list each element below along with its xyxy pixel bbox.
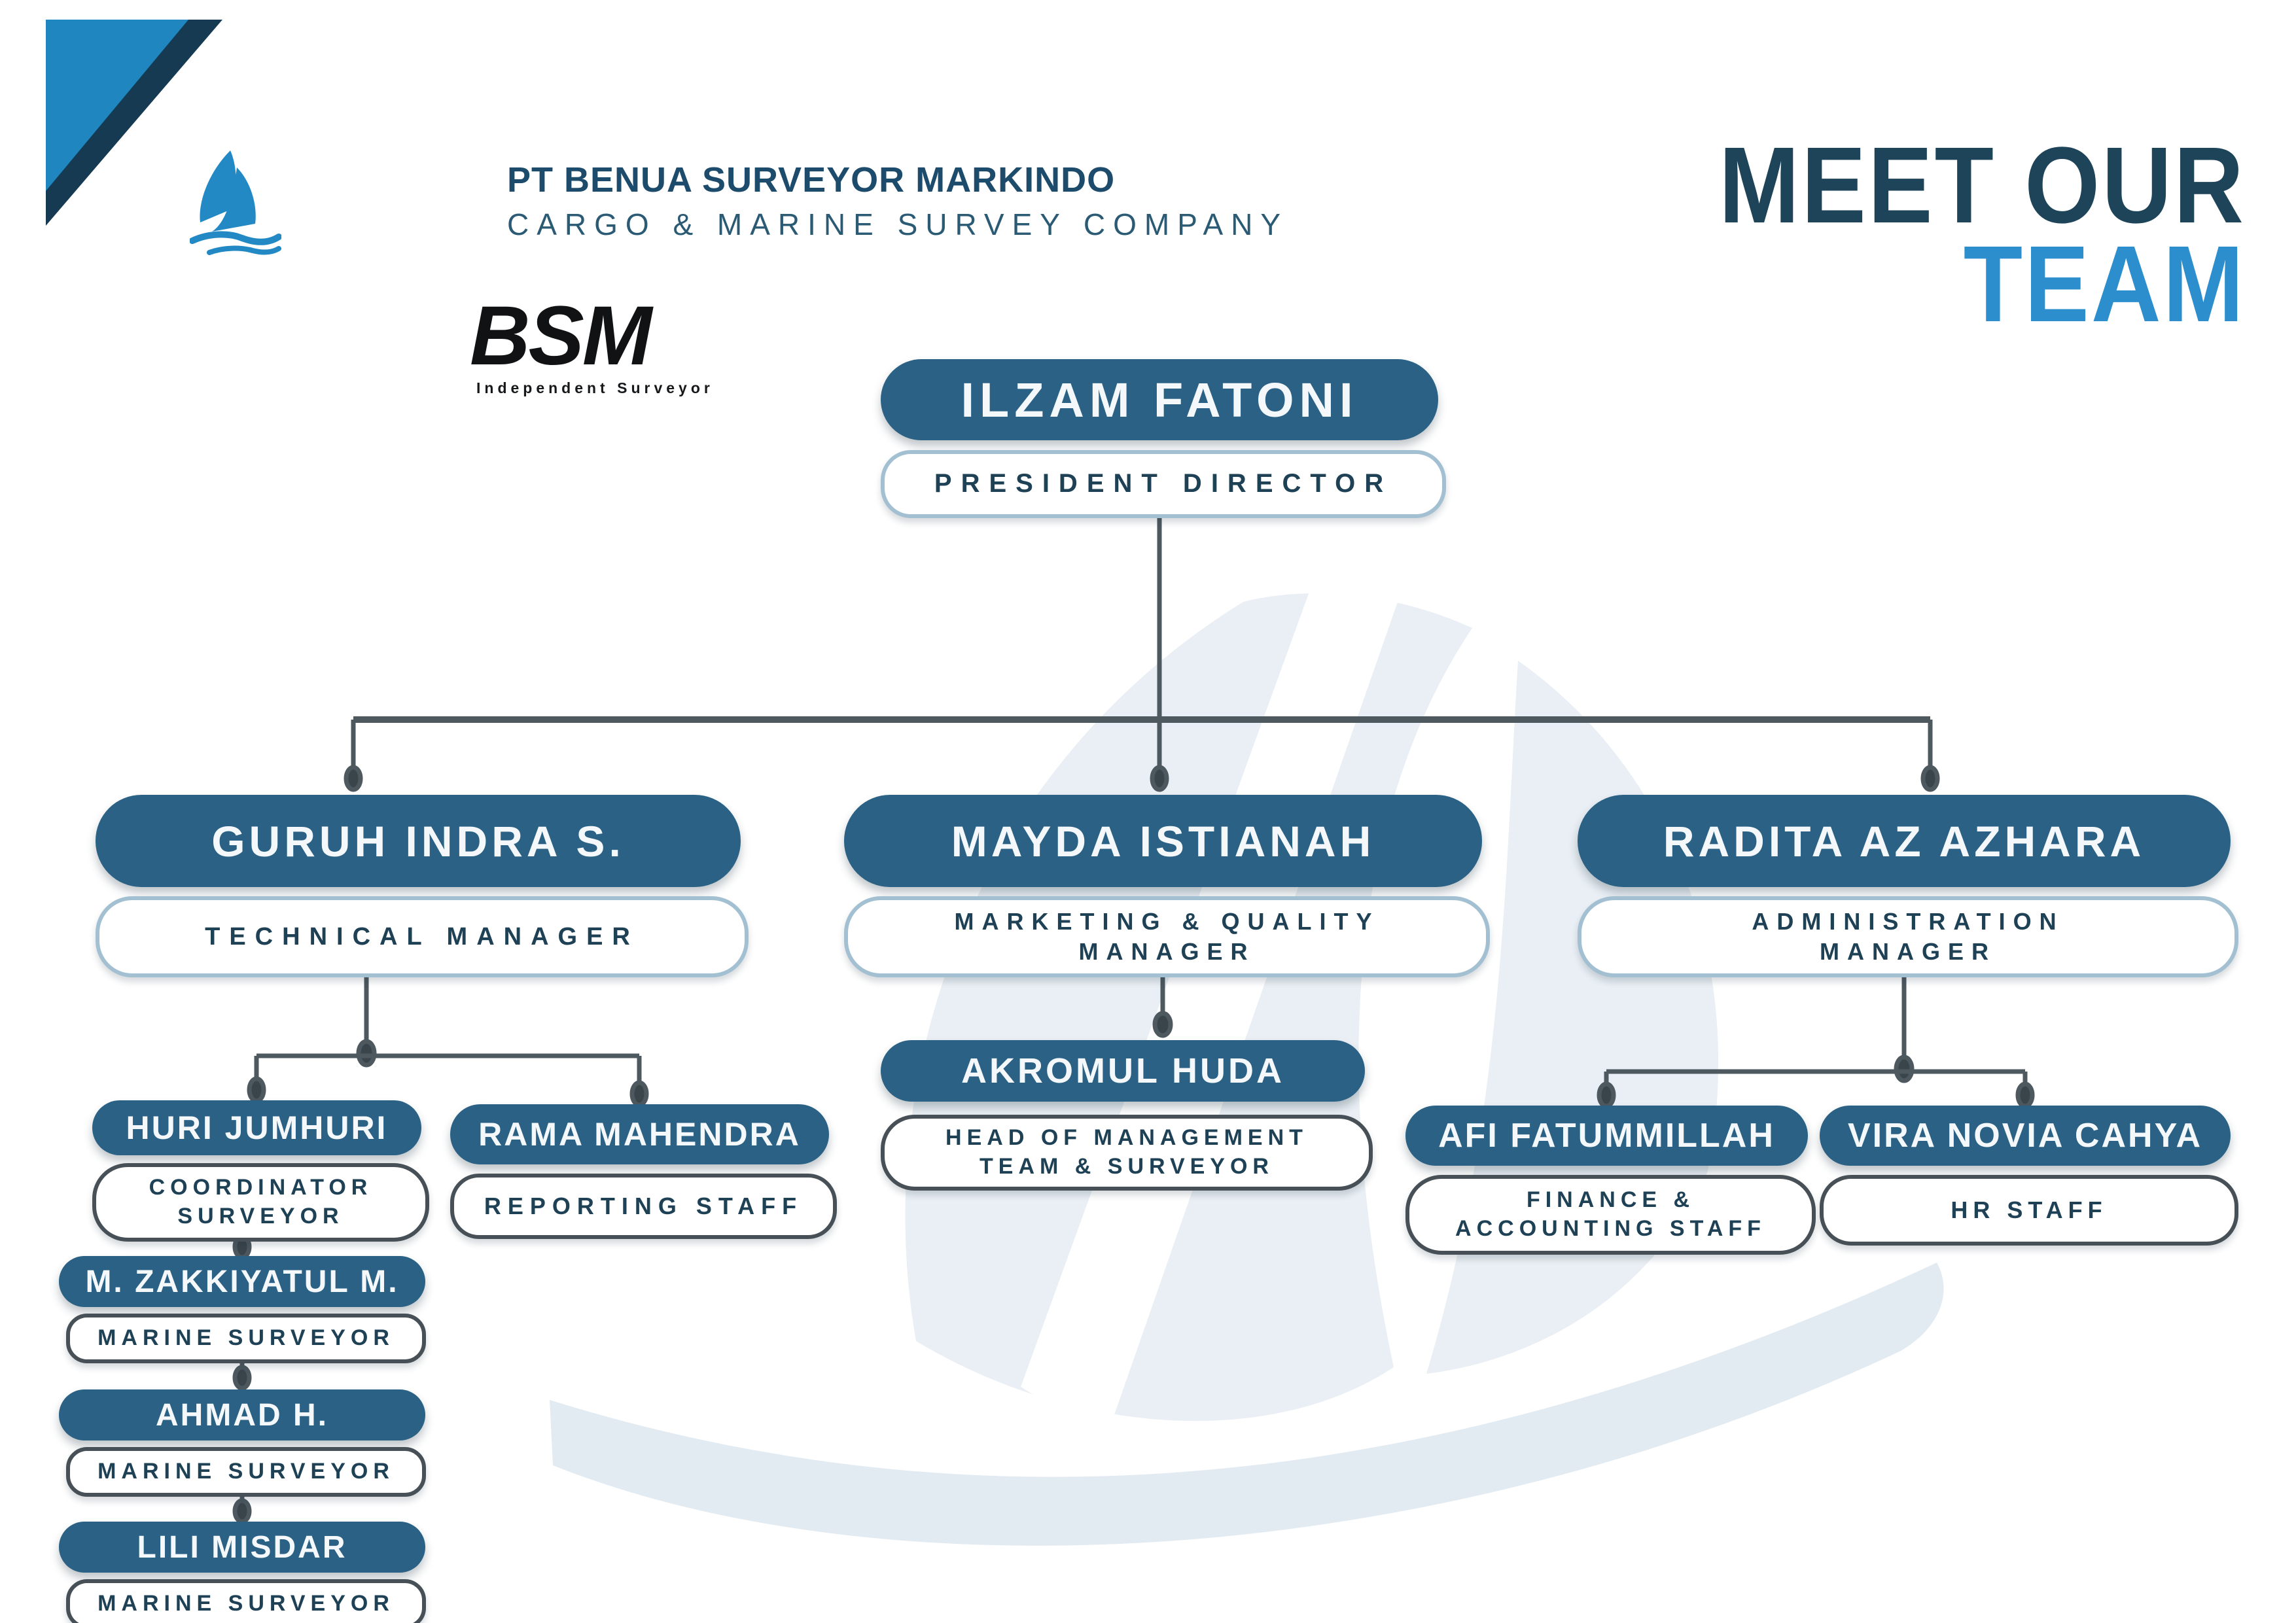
- brand-tagline: Independent Surveyor: [476, 379, 714, 396]
- hr-staff-name-label: VIRA NOVIA CAHYA: [1847, 1117, 2203, 1155]
- org-node-marine-surveyor-1-role: MARINE SURVEYOR: [66, 1314, 426, 1363]
- connector-administration-branch: [1597, 969, 2035, 1109]
- page-title-line1: MEET OUR: [1718, 125, 2246, 246]
- org-node-marketing-manager-role: MARKETING & QUALITY MANAGER: [844, 896, 1490, 977]
- org-node-reporting-staff-name: RAMA MAHENDRA: [450, 1104, 829, 1164]
- finance-staff-role-label: FINANCE & ACCOUNTING STAFF: [1455, 1187, 1766, 1241]
- president-name-label: ILZAM FATONI: [961, 372, 1358, 427]
- org-node-technical-manager-role: TECHNICAL MANAGER: [96, 896, 749, 977]
- marine-surveyor-1-role-label: MARINE SURVEYOR: [97, 1325, 395, 1351]
- marketing-manager-name-label: MAYDA ISTIANAH: [951, 816, 1375, 865]
- org-node-marine-surveyor-2-role: MARINE SURVEYOR: [66, 1447, 426, 1497]
- org-node-marine-surveyor-1-name: M. ZAKKIYATUL M.: [59, 1256, 425, 1307]
- company-subtitle: CARGO & MARINE SURVEY COMPANY: [507, 207, 1289, 241]
- head-management-name-label: AKROMUL HUDA: [961, 1051, 1284, 1091]
- president-role-label: PRESIDENT DIRECTOR: [934, 469, 1393, 498]
- marine-surveyor-3-name-label: LILI MISDAR: [137, 1529, 347, 1565]
- org-node-president-role: PRESIDENT DIRECTOR: [881, 450, 1446, 518]
- org-node-marine-surveyor-2-name: AHMAD H.: [59, 1389, 425, 1440]
- technical-manager-name-label: GURUH INDRA S.: [211, 816, 625, 865]
- hr-staff-role-label: HR STAFF: [1951, 1196, 2108, 1223]
- reporting-staff-role-label: REPORTING STAFF: [484, 1192, 804, 1219]
- finance-staff-name-label: AFI FATUMMILLAH: [1438, 1117, 1775, 1155]
- page-title-line2: TEAM: [1963, 223, 2246, 345]
- org-node-marine-surveyor-3-name: LILI MISDAR: [59, 1522, 425, 1573]
- marine-surveyor-1-name-label: M. ZAKKIYATUL M.: [85, 1264, 399, 1299]
- administration-manager-name-label: RADITA AZ AZHARA: [1663, 816, 2146, 865]
- brand-abbr: BSM: [470, 289, 652, 383]
- org-node-hr-staff-name: VIRA NOVIA CAHYA: [1820, 1106, 2231, 1166]
- page-title: MEET OUR TEAM: [1718, 125, 2246, 340]
- marine-surveyor-2-role-label: MARINE SURVEYOR: [97, 1459, 395, 1484]
- head-management-role-label: HEAD OF MANAGEMENT TEAM & SURVEYOR: [945, 1125, 1308, 1179]
- org-node-finance-staff-name: AFI FATUMMILLAH: [1405, 1106, 1808, 1166]
- org-node-head-management-role: HEAD OF MANAGEMENT TEAM & SURVEYOR: [881, 1115, 1373, 1191]
- bsm-sail-logo-icon: [190, 150, 281, 255]
- marine-surveyor-2-name-label: AHMAD H.: [156, 1397, 328, 1433]
- org-node-president-name: ILZAM FATONI: [881, 359, 1438, 440]
- org-node-coordinator-surveyor-name: HURI JUMHURI: [92, 1100, 421, 1155]
- corner-triangle-decoration: [46, 20, 222, 226]
- org-node-reporting-staff-role: REPORTING STAFF: [450, 1174, 837, 1239]
- connector-president-to-managers: [344, 510, 1940, 792]
- marine-surveyor-3-role-label: MARINE SURVEYOR: [97, 1591, 395, 1616]
- org-node-hr-staff-role: HR STAFF: [1820, 1175, 2238, 1246]
- org-node-marketing-manager-name: MAYDA ISTIANAH: [844, 795, 1482, 887]
- connector-technical-branch: [247, 969, 649, 1108]
- org-node-head-management-name: AKROMUL HUDA: [881, 1040, 1365, 1102]
- coordinator-surveyor-name-label: HURI JUMHURI: [126, 1109, 388, 1146]
- org-node-administration-manager-name: RADITA AZ AZHARA: [1578, 795, 2231, 887]
- org-node-finance-staff-role: FINANCE & ACCOUNTING STAFF: [1405, 1175, 1816, 1255]
- coordinator-surveyor-role-label: COORDINATOR SURVEYOR: [149, 1175, 373, 1229]
- reporting-staff-name-label: RAMA MAHENDRA: [478, 1116, 801, 1153]
- administration-manager-role-label: ADMINISTRATION MANAGER: [1752, 907, 2064, 965]
- marketing-manager-role-label: MARKETING & QUALITY MANAGER: [954, 907, 1380, 965]
- technical-manager-role-label: TECHNICAL MANAGER: [205, 922, 639, 951]
- company-name: PT BENUA SURVEYOR MARKINDO: [507, 160, 1116, 200]
- org-node-administration-manager-role: ADMINISTRATION MANAGER: [1578, 896, 2238, 977]
- org-node-technical-manager-name: GURUH INDRA S.: [96, 795, 741, 887]
- org-node-marine-surveyor-3-role: MARINE SURVEYOR: [66, 1579, 426, 1623]
- connector-marketing-branch: [1152, 969, 1173, 1038]
- org-node-coordinator-surveyor-role: COORDINATOR SURVEYOR: [92, 1163, 429, 1242]
- header-brand: BSM Independent Surveyor: [190, 147, 1237, 396]
